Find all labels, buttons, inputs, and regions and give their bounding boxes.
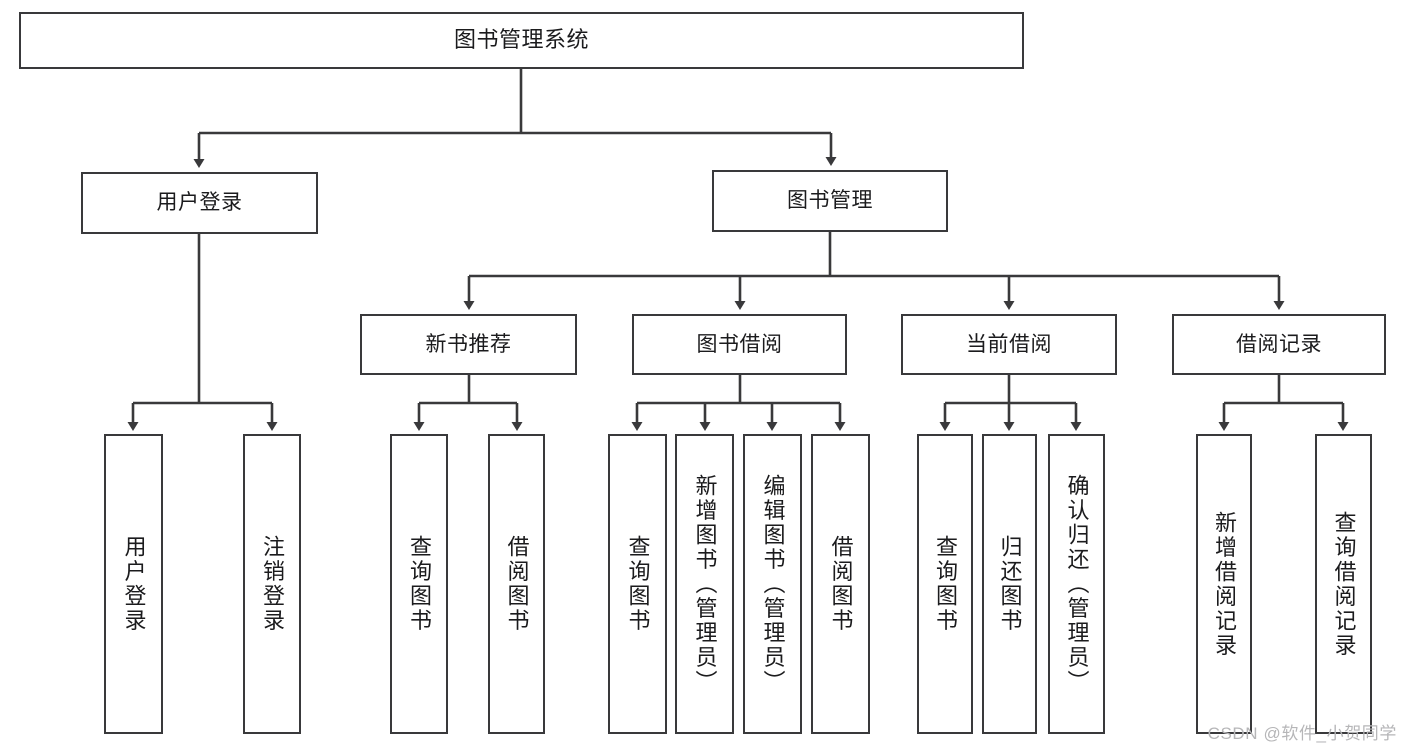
- node-book-management[interactable]: 图书管理: [712, 170, 948, 232]
- leaf-borrow-books-borrowing-label: 借阅图书: [828, 535, 854, 633]
- leaf-borrow-books-recommendation[interactable]: 借阅图书: [488, 434, 545, 734]
- leaf-return-books[interactable]: 归还图书: [982, 434, 1037, 734]
- node-new-book-recommendation-label: 新书推荐: [425, 332, 512, 356]
- leaf-query-books-borrowing-label: 查询图书: [625, 535, 651, 633]
- leaf-query-borrow-record[interactable]: 查询借阅记录: [1315, 434, 1372, 734]
- node-book-management-label: 图书管理: [787, 189, 873, 213]
- leaf-edit-book-admin[interactable]: 编辑图书（管理员）: [743, 434, 802, 734]
- leaf-user-login-label: 用户登录: [121, 535, 147, 633]
- leaf-add-book-admin-label: 新增图书（管理员）: [692, 473, 718, 695]
- node-book-borrowing-label: 图书借阅: [696, 332, 783, 356]
- node-user-login-label: 用户登录: [156, 191, 243, 215]
- leaf-borrow-books-borrowing[interactable]: 借阅图书: [811, 434, 870, 734]
- node-root[interactable]: 图书管理系统: [19, 12, 1024, 69]
- leaf-user-login[interactable]: 用户登录: [104, 434, 163, 734]
- leaf-confirm-return-admin-label: 确认归还（管理员）: [1064, 473, 1090, 695]
- leaf-query-books-recommendation[interactable]: 查询图书: [390, 434, 448, 734]
- leaf-add-borrow-record-label: 新增借阅记录: [1212, 510, 1237, 658]
- leaf-return-books-label: 归还图书: [997, 535, 1023, 633]
- csdn-watermark: CSDN @软件_小贺同学: [1207, 724, 1397, 743]
- leaf-user-logout[interactable]: 注销登录: [243, 434, 301, 734]
- leaf-query-books-current-label: 查询图书: [933, 535, 958, 633]
- node-borrowing-records-label: 借阅记录: [1236, 332, 1322, 356]
- node-user-login[interactable]: 用户登录: [81, 172, 318, 234]
- node-current-borrowing-label: 当前借阅: [966, 332, 1052, 356]
- node-book-borrowing[interactable]: 图书借阅: [632, 314, 847, 375]
- leaf-query-books-recommendation-label: 查询图书: [407, 535, 432, 633]
- node-root-label: 图书管理系统: [453, 27, 589, 53]
- leaf-add-book-admin[interactable]: 新增图书（管理员）: [675, 434, 734, 734]
- leaf-borrow-books-recommendation-label: 借阅图书: [504, 535, 530, 633]
- leaf-query-borrow-record-label: 查询借阅记录: [1331, 510, 1357, 658]
- node-borrowing-records[interactable]: 借阅记录: [1172, 314, 1386, 375]
- node-current-borrowing[interactable]: 当前借阅: [901, 314, 1117, 375]
- node-new-book-recommendation[interactable]: 新书推荐: [360, 314, 577, 375]
- leaf-edit-book-admin-label: 编辑图书（管理员）: [760, 473, 786, 695]
- leaf-query-books-borrowing[interactable]: 查询图书: [608, 434, 667, 734]
- leaf-query-books-current[interactable]: 查询图书: [917, 434, 973, 734]
- leaf-confirm-return-admin[interactable]: 确认归还（管理员）: [1048, 434, 1105, 734]
- leaf-user-logout-label: 注销登录: [260, 535, 285, 633]
- leaf-add-borrow-record[interactable]: 新增借阅记录: [1196, 434, 1252, 734]
